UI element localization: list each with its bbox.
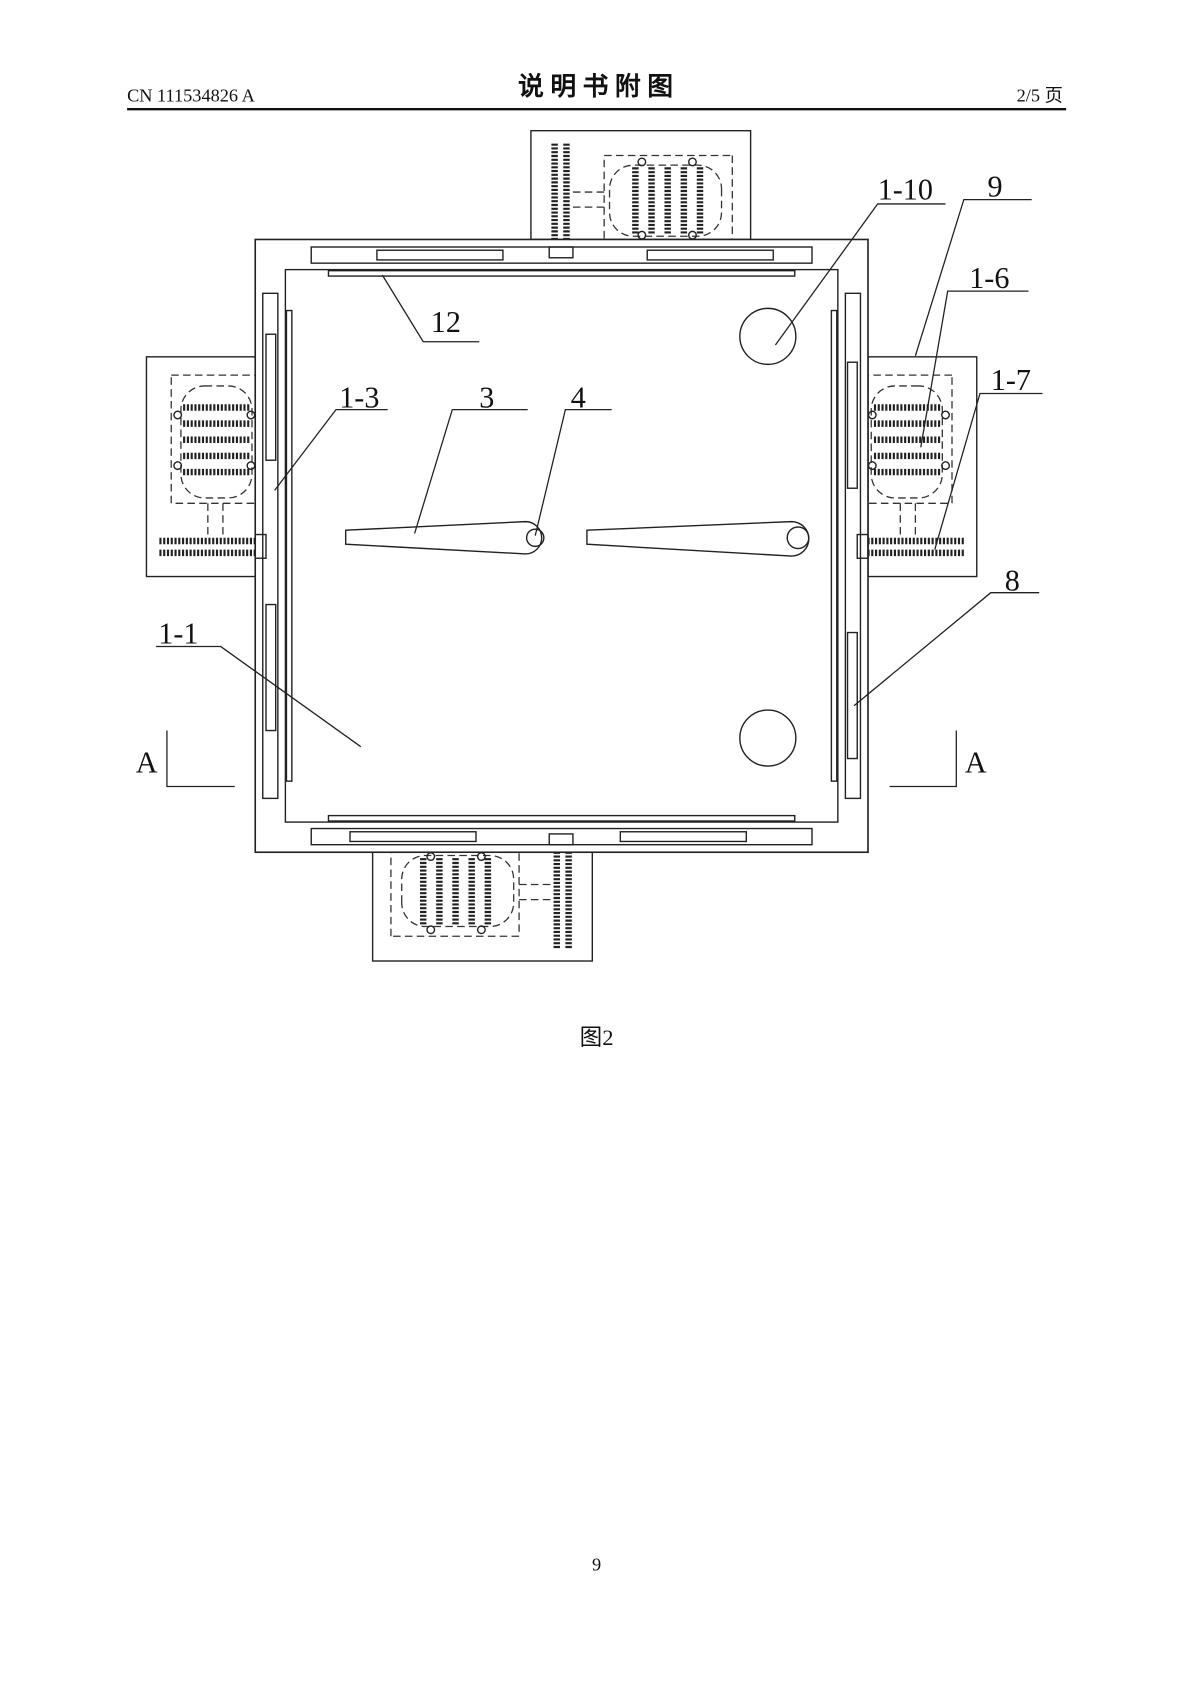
- arm-left: [344, 520, 543, 555]
- section-mark-right: A: [965, 746, 987, 780]
- hole-bottom: [739, 709, 797, 767]
- leader-lines: [156, 198, 1043, 788]
- label-1-3: 1-3: [339, 380, 379, 414]
- label-1-6: 1-6: [969, 261, 1009, 295]
- label-1-10: 1-10: [878, 173, 933, 207]
- page-title: 说 明 书 附 图: [518, 72, 673, 101]
- hole-top: [739, 307, 797, 366]
- label-1-1: 1-1: [158, 616, 198, 650]
- page-number: 9: [592, 1555, 601, 1575]
- label-3: 3: [479, 380, 494, 414]
- patent-number: CN 111534826 A: [127, 86, 256, 106]
- label-9: 9: [988, 169, 1003, 203]
- motor-unit-left: [146, 357, 255, 577]
- figure-caption: 图2: [580, 1025, 614, 1050]
- figure-2-drawing: [146, 131, 976, 961]
- inner-plate: [284, 268, 839, 823]
- label-1-7: 1-7: [991, 363, 1031, 397]
- left-rail: [262, 292, 279, 800]
- label-4: 4: [571, 380, 586, 414]
- motor-unit-bottom: [373, 852, 593, 961]
- label-12: 12: [431, 305, 461, 339]
- motor-unit-top: [531, 131, 751, 240]
- page-indicator: 2/5 页: [1017, 86, 1063, 106]
- right-rail: [844, 292, 862, 800]
- outer-frame: [254, 238, 869, 854]
- label-8: 8: [1005, 564, 1020, 598]
- motor-unit-right: [868, 357, 977, 577]
- section-mark-left: A: [136, 746, 158, 780]
